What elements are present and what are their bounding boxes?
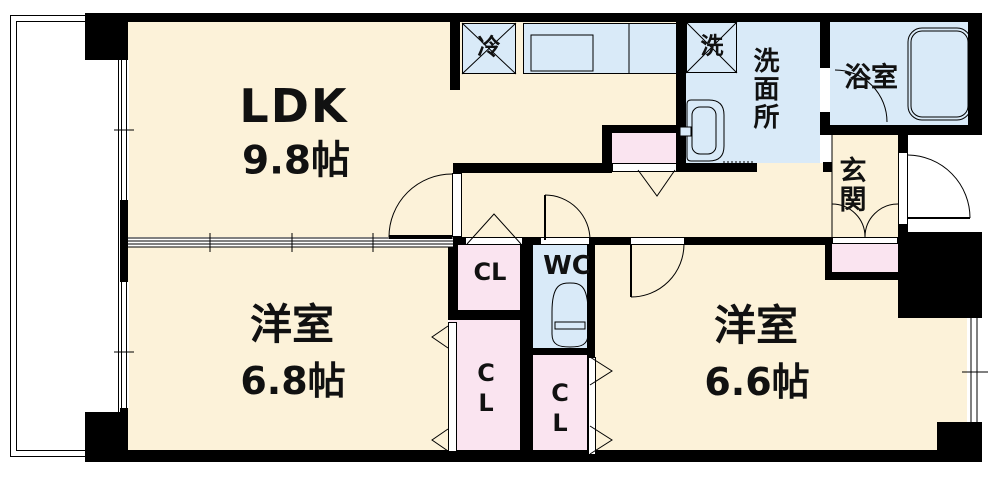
wall-hall-north (453, 163, 612, 173)
wall-hall-south-d (685, 237, 825, 245)
wall-corner-bottomright (937, 422, 982, 462)
wall-mid-column (520, 237, 533, 455)
folddoor-cl3 (588, 357, 596, 455)
label-ldk-name: LDK (239, 79, 349, 133)
closet-entrance-shoe (832, 243, 898, 273)
wall-left (120, 22, 128, 458)
label-refrigerator: 冷 (477, 34, 501, 61)
label-washer: 洗 (700, 33, 724, 60)
wall-block-entry-south (898, 232, 982, 318)
wall-nook-top (602, 125, 682, 133)
closet-west68-fill (449, 315, 520, 452)
wall-stub-genkan (823, 162, 832, 172)
slide-closet-hall-top (465, 237, 523, 245)
label-washroom: 洗面所 (749, 47, 779, 131)
wall-top (85, 13, 982, 22)
front-door-opening (898, 152, 908, 225)
label-closet-west68: CL (472, 359, 500, 419)
door-swing-front (907, 154, 971, 219)
wall-frontdoor-top (898, 135, 908, 152)
wall-frontdoor-bottom (898, 225, 908, 237)
door-opening-bathroom (820, 68, 830, 112)
wall-shoecloset-left (825, 237, 832, 280)
wall-nook-vertical (602, 125, 612, 168)
door-opening-west66 (630, 237, 685, 245)
wall-cl1-cl2 (448, 310, 525, 320)
label-west68-name: 洋室 (249, 300, 335, 349)
label-closet-hall: CL (473, 258, 507, 286)
closet-ldk-nook (610, 131, 676, 163)
door-opening-wc (540, 237, 590, 245)
slide-shoe-closet (832, 237, 898, 244)
window-ldk (119, 60, 129, 200)
label-entrance: 玄関 (834, 156, 866, 214)
kitchen-counter (523, 23, 677, 74)
label-west66-name: 洋室 (713, 301, 799, 350)
wall-wc-cl3 (527, 348, 593, 355)
door-opening-ldk (452, 173, 462, 237)
folddoor-cl2 (448, 322, 457, 452)
wall-hall-south-c (590, 237, 630, 245)
wall-washroom-bottom (682, 163, 757, 172)
wall-bottom (85, 450, 982, 462)
wall-washroom-left (676, 22, 686, 172)
hallway (448, 163, 898, 240)
window-west66 (967, 318, 982, 422)
slide-nook-closet (612, 163, 677, 172)
window-west68 (119, 282, 129, 408)
closet-west66-fill (530, 350, 590, 455)
label-bathroom: 浴室 (844, 62, 898, 94)
label-ldk-size: 9.8帖 (241, 138, 351, 184)
label-west66-size: 6.6帖 (704, 360, 810, 404)
wall-fridge-stub (450, 20, 460, 90)
label-closet-west66: CL (546, 379, 574, 439)
wall-wc-right (587, 237, 595, 455)
wall-right-upper (968, 13, 982, 135)
wall-cl1-left (448, 237, 458, 320)
wall-shoecloset-bottom (825, 272, 898, 280)
wall-bath-bottom (820, 125, 982, 135)
label-wc: WC (543, 251, 591, 281)
closet-hall-top (455, 240, 523, 315)
balcony-inner-line (16, 21, 119, 451)
room-western-68 (128, 245, 448, 455)
label-west68-size: 6.8帖 (240, 359, 346, 403)
partition-ldk-west68 (128, 237, 453, 247)
